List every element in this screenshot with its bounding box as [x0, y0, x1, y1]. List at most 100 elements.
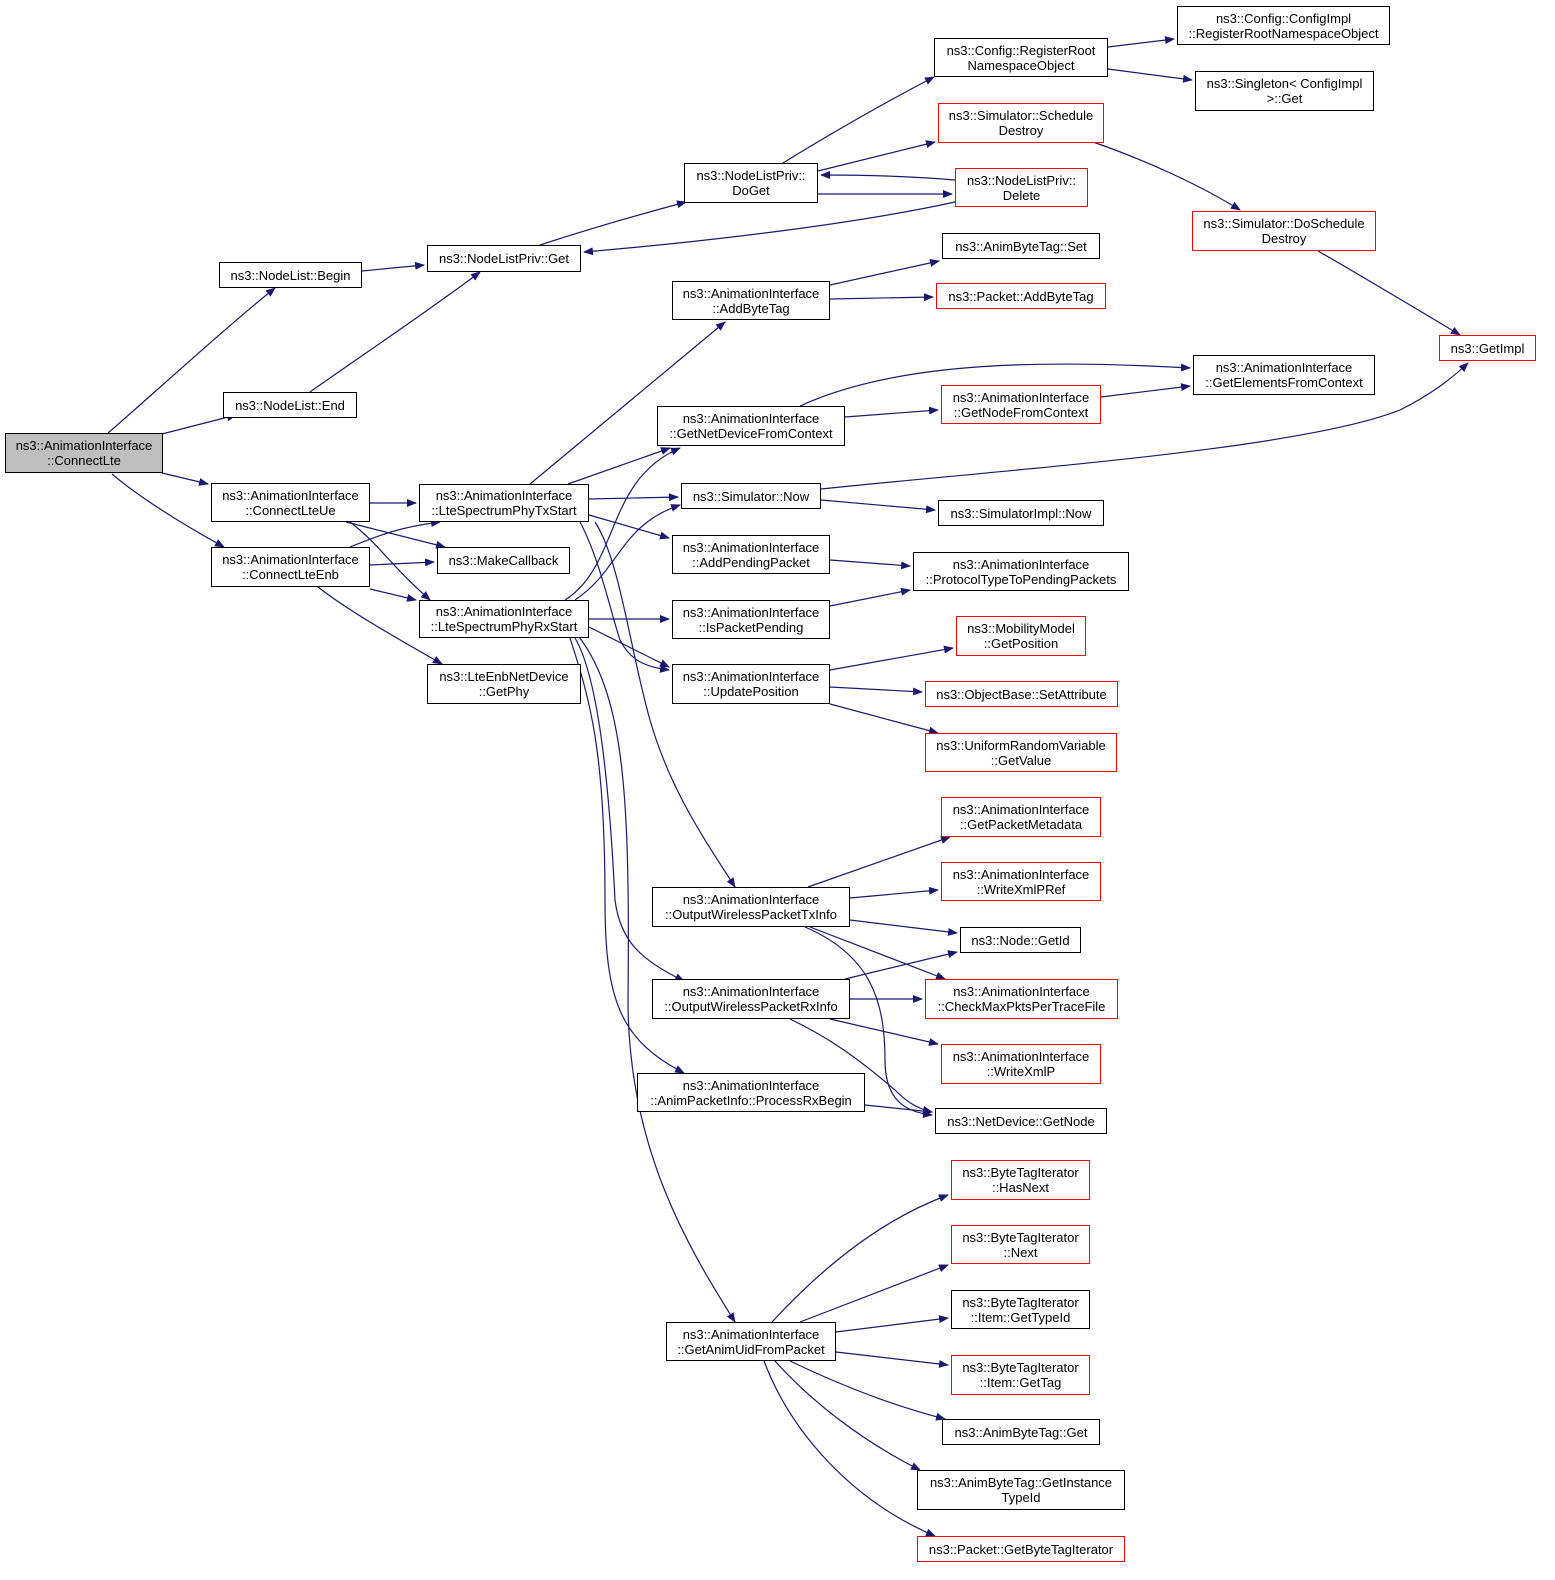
edge-get-anim-uid-to-abt-get	[789, 1360, 946, 1421]
edge-cl-ue-to-rx-start	[349, 521, 431, 601]
node-label-line: ns3::NetDevice::GetNode	[947, 1113, 1095, 1129]
node-enb-getphy[interactable]: ns3::LteEnbNetDevice::GetPhy	[427, 664, 581, 704]
node-label-line: Destroy	[998, 123, 1044, 138]
edge-update-pos-to-urv-getvalue	[829, 703, 939, 735]
node-process-rx[interactable]: ns3::AnimationInterface::AnimPacketInfo:…	[637, 1073, 865, 1112]
node-label-line: ns3::ByteTagIterator	[962, 1229, 1079, 1245]
edge-update-pos-to-ob-setattr	[829, 686, 923, 696]
node-label-line: ns3::AnimationInterface	[952, 1049, 1090, 1064]
node-bti-gettypeid[interactable]: ns3::ByteTagIterator::Item::GetTypeId	[951, 1290, 1090, 1329]
node-nlp-delete[interactable]: ns3::NodeListPriv::Delete	[955, 168, 1088, 207]
node-nd-getnode[interactable]: ns3::NetDevice::GetNode	[935, 1108, 1107, 1134]
node-label-line: ns3::NodeList::Begin	[230, 267, 351, 283]
node-label-line: ns3::UniformRandomVariable	[936, 737, 1106, 753]
node-bti-next[interactable]: ns3::ByteTagIterator::Next	[951, 1225, 1090, 1264]
edge-cl-enb-to-tx-start	[349, 519, 441, 548]
edge-out-tx-to-nd-getnode	[804, 926, 933, 1118]
edge-reg-root-to-cfg-regroot-impl	[1107, 36, 1175, 48]
node-out-tx[interactable]: ns3::AnimationInterface::OutputWirelessP…	[652, 887, 850, 927]
node-label-line: ns3::AnimationInterface	[1215, 360, 1353, 375]
node-is-pending[interactable]: ns3::AnimationInterface::IsPacketPending	[672, 600, 830, 639]
node-pkt-addbytetag[interactable]: ns3::Packet::AddByteTag	[936, 283, 1106, 309]
node-label-line: ns3::ObjectBase::SetAttribute	[936, 686, 1107, 702]
node-ob-setattr[interactable]: ns3::ObjectBase::SetAttribute	[925, 681, 1118, 707]
node-abt-set[interactable]: ns3::AnimByteTag::Set	[942, 233, 1100, 259]
node-get-elements-ctx[interactable]: ns3::AnimationInterface::GetElementsFrom…	[1193, 355, 1375, 395]
node-node-getid[interactable]: ns3::Node::GetId	[960, 927, 1081, 953]
node-nlp-get[interactable]: ns3::NodeListPriv::Get	[427, 245, 581, 272]
node-make-cb[interactable]: ns3::MakeCallback	[437, 547, 570, 574]
node-nl-end[interactable]: ns3::NodeList::End	[223, 392, 357, 418]
node-label-line: ::AddByteTag	[712, 300, 790, 316]
node-simimpl-now[interactable]: ns3::SimulatorImpl::Now	[938, 500, 1104, 526]
node-nlp-doget[interactable]: ns3::NodeListPriv::DoGet	[684, 163, 818, 203]
node-label-line: ns3::AnimationInterface	[222, 552, 359, 567]
node-write-xml-p[interactable]: ns3::AnimationInterface::WriteXmlP	[941, 1044, 1101, 1084]
node-label-line: ns3::NodeListPriv::Get	[438, 251, 570, 266]
node-nl-begin[interactable]: ns3::NodeList::Begin	[219, 262, 362, 288]
node-label-line: ::GetNodeFromContext	[953, 404, 1089, 420]
node-label-line: ::AddPendingPacket	[692, 554, 810, 570]
node-label-line: ns3::ByteTagIterator	[962, 1294, 1079, 1310]
node-label-line: ::Item::GetTag	[979, 1375, 1062, 1390]
node-label-line: ns3::Node::GetId	[971, 932, 1070, 948]
node-get-netdev-ctx[interactable]: ns3::AnimationInterface::GetNetDeviceFro…	[657, 406, 845, 446]
edge-nl-end-to-nlp-get	[309, 271, 481, 393]
edge-rx-start-to-get-anim-uid	[579, 637, 736, 1323]
node-label-line: ns3::AnimationInterface	[682, 411, 820, 426]
node-write-xml-pref[interactable]: ns3::AnimationInterface::WriteXmlPRef	[941, 862, 1101, 901]
edge-cl-enb-to-rx-start	[369, 588, 417, 602]
node-label-line: ::OutputWirelessPacketRxInfo	[664, 999, 838, 1014]
node-bti-gettag[interactable]: ns3::ByteTagIterator::Item::GetTag	[951, 1355, 1090, 1395]
node-label-line: ::GetPosition	[983, 636, 1059, 651]
node-update-pos[interactable]: ns3::AnimationInterface::UpdatePosition	[672, 664, 830, 704]
edge-tx-start-to-update-pos	[579, 521, 670, 673]
node-abt-get[interactable]: ns3::AnimByteTag::Get	[942, 1419, 1100, 1445]
node-label-line: TypeId	[1001, 1490, 1041, 1505]
edge-tx-start-to-get-netdev-ctx	[567, 447, 671, 485]
node-cfg-regroot-impl[interactable]: ns3::Config::ConfigImpl::RegisterRootNam…	[1177, 6, 1390, 45]
node-bti-hasnext[interactable]: ns3::ByteTagIterator::HasNext	[951, 1160, 1090, 1200]
node-out-rx[interactable]: ns3::AnimationInterface::OutputWirelessP…	[652, 979, 850, 1019]
node-get-pkt-meta[interactable]: ns3::AnimationInterface::GetPacketMetada…	[941, 797, 1101, 837]
node-pkt-getbti[interactable]: ns3::Packet::GetByteTagIterator	[917, 1536, 1125, 1562]
node-label-line: ns3::AnimationInterface	[15, 438, 153, 453]
node-label-line: >::Get	[1266, 91, 1303, 106]
node-add-bytetag[interactable]: ns3::AnimationInterface::AddByteTag	[672, 281, 830, 320]
node-get-impl[interactable]: ns3::GetImpl	[1439, 335, 1536, 361]
edge-get-anim-uid-to-pkt-getbti	[763, 1360, 936, 1537]
node-tx-start[interactable]: ns3::AnimationInterface::LteSpectrumPhyT…	[419, 484, 589, 522]
node-cl-enb[interactable]: ns3::AnimationInterface::ConnectLteEnb	[211, 547, 370, 587]
node-label-line: ::WriteXmlPRef	[976, 881, 1066, 897]
edge-out-rx-to-nd-getnode	[789, 1018, 933, 1114]
edge-rx-start-to-process-rx	[569, 637, 685, 1074]
node-check-max[interactable]: ns3::AnimationInterface::CheckMaxPktsPer…	[925, 979, 1118, 1019]
node-label-line: ns3::Packet::AddByteTag	[948, 288, 1094, 304]
node-label-line: ::GetPacketMetadata	[959, 817, 1083, 832]
node-root: ns3::AnimationInterface::ConnectLte	[5, 433, 163, 473]
edge-tx-start-to-add-bytetag	[529, 321, 726, 485]
node-add-pending[interactable]: ns3::AnimationInterface::AddPendingPacke…	[672, 535, 830, 574]
node-singleton-get[interactable]: ns3::Singleton< ConfigImpl >::Get	[1195, 71, 1374, 111]
edge-is-pending-to-proto-pending	[829, 587, 911, 607]
edge-get-netdev-ctx-to-get-elements-ctx	[799, 363, 1191, 407]
node-mob-getpos[interactable]: ns3::MobilityModel::GetPosition	[956, 616, 1086, 656]
node-label-line: DoGet	[732, 183, 770, 198]
node-get-anim-uid[interactable]: ns3::AnimationInterface::GetAnimUidFromP…	[666, 1322, 836, 1361]
node-sim-now[interactable]: ns3::Simulator::Now	[681, 483, 821, 509]
edge-rx-start-to-update-pos	[588, 626, 670, 668]
node-label-line: ns3::AnimationInterface	[682, 285, 820, 301]
edge-sched-destroy-to-sim-doschedule	[1092, 141, 1241, 211]
node-label-line: ns3::AnimationInterface	[952, 556, 1090, 572]
node-urv-getvalue[interactable]: ns3::UniformRandomVariable::GetValue	[925, 733, 1117, 772]
node-rx-start[interactable]: ns3::AnimationInterface::LteSpectrumPhyR…	[419, 600, 589, 638]
node-proto-pending[interactable]: ns3::AnimationInterface::ProtocolTypeToP…	[913, 552, 1129, 591]
node-get-node-ctx[interactable]: ns3::AnimationInterface::GetNodeFromCont…	[941, 385, 1101, 424]
node-label-line: ::GetNetDeviceFromContext	[669, 426, 833, 441]
node-cl-ue[interactable]: ns3::AnimationInterface::ConnectLteUe	[211, 483, 370, 522]
edge-root-to-nl-begin	[107, 287, 276, 434]
